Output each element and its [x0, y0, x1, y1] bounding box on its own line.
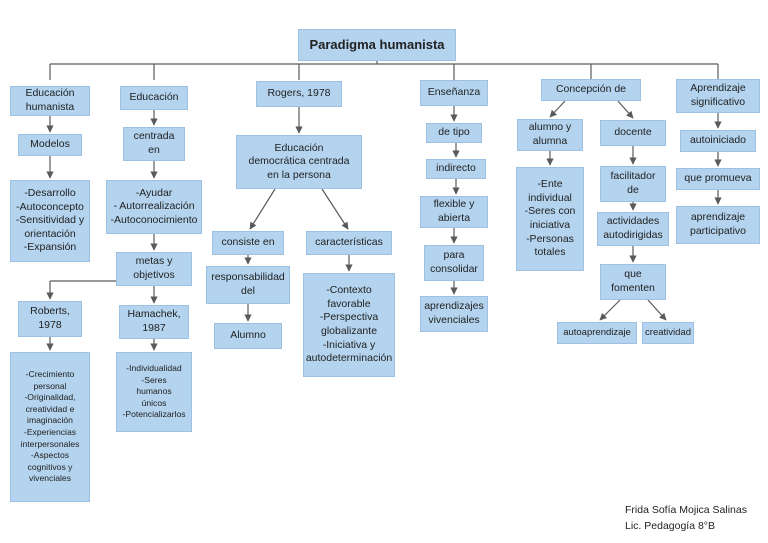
node-roberts: Roberts, 1978 — [18, 301, 82, 337]
connector-arrow — [549, 100, 566, 118]
connector-arrow — [617, 100, 634, 119]
connector-arrow — [321, 188, 349, 230]
node-contexto: -Contexto favorable -Perspectiva globali… — [303, 273, 395, 377]
node-actividades: actividades autodirigidas — [597, 212, 669, 246]
credit-course: Lic. Pedagogía 8°B — [625, 520, 716, 532]
node-hamachek-list: -Individualidad -Seres humanos únicos -P… — [116, 352, 192, 432]
node-aprendizaje-participativo: aprendizaje participativo — [676, 206, 760, 244]
node-aprendizaje-significativo: Aprendizaje significativo — [676, 79, 760, 113]
node-responsabilidad: responsabilidad del — [206, 266, 290, 304]
node-flexible: flexible y abierta — [420, 196, 488, 228]
node-ayudar: -Ayudar - Autorrealización -Autoconocimi… — [106, 180, 202, 234]
connector-arrow — [647, 299, 667, 321]
node-desarrollo: -Desarrollo -Autoconcepto -Sensitividad … — [10, 180, 90, 262]
node-aprendizajes-vivenciales: aprendizajes vivenciales — [420, 296, 488, 332]
node-docente: docente — [600, 120, 666, 146]
node-rogers: Rogers, 1978 — [256, 81, 342, 107]
node-educacion-humanista: Educación humanista — [10, 86, 90, 116]
node-caracteristicas: características — [306, 231, 392, 255]
title-node: Paradigma humanista — [298, 29, 456, 61]
node-indirecto: indirecto — [426, 159, 486, 179]
node-modelos: Modelos — [18, 134, 82, 156]
node-concepcion: Concepción de — [541, 79, 641, 101]
node-consiste-en: consiste en — [212, 231, 284, 255]
connector-arrow — [599, 299, 621, 321]
node-autoaprendizaje: autoaprendizaje — [557, 322, 637, 344]
node-alumno-y-alumna: alumno y alumna — [517, 119, 583, 151]
node-centrada-en: centrada en — [123, 127, 185, 161]
node-de-tipo: de tipo — [426, 123, 482, 143]
node-edu-democratica: Educación democrática centrada en la per… — [236, 135, 362, 189]
node-autoiniciado: autoiniciado — [680, 130, 756, 152]
connector-arrow — [249, 188, 276, 230]
node-educacion: Educación — [120, 86, 188, 110]
node-alumno: Alumno — [214, 323, 282, 349]
node-metas: metas y objetivos — [116, 252, 192, 286]
credit-author: Frida Sofía Mojica Salinas — [625, 504, 747, 516]
node-creatividad: creatividad — [642, 322, 694, 344]
node-ente: -Ente individual -Seres con iniciativa -… — [516, 167, 584, 271]
node-que-promueva: que promueva — [676, 168, 760, 190]
node-facilitador: facilitador de — [600, 166, 666, 202]
node-hamachek: Hamachek, 1987 — [119, 305, 189, 339]
node-que-fomenten: que fomenten — [600, 264, 666, 300]
node-roberts-list: -Crecimiento personal -Originalidad, cre… — [10, 352, 90, 502]
node-ensenanza: Enseñanza — [420, 80, 488, 106]
node-para-consolidar: para consolidar — [424, 245, 484, 281]
